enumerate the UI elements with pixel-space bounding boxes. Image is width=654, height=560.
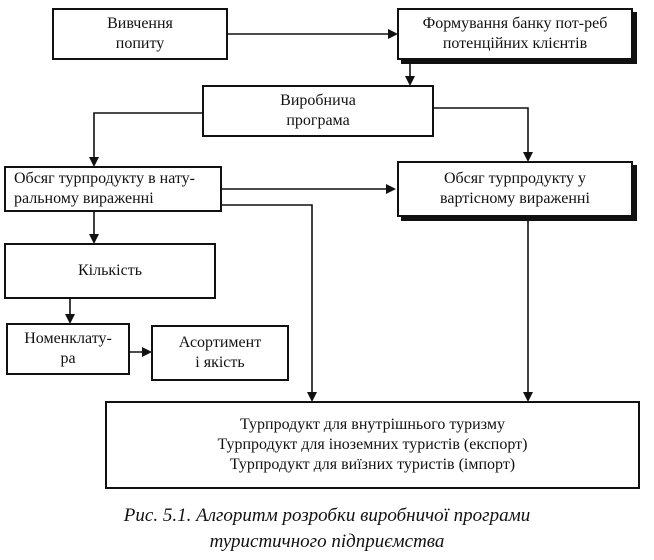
box-tourproduct-types: Турпродукт для внутрішнього туризму Турп… <box>105 401 640 489</box>
box-nomenclature-line-1: Номенклату- <box>24 330 112 347</box>
box-demand-study-line-1: Вивчення <box>107 15 173 32</box>
box-volume-value: Обсяг турпродукту у вартісному вираженні <box>397 161 633 217</box>
box-production-program-line-2: програма <box>286 112 350 129</box>
arrow-natural-to-types <box>222 204 317 402</box>
box-demand-study-line-2: попиту <box>115 35 165 52</box>
box-assortment-quality-line-1: Асортимент <box>178 334 262 351</box>
box-quantity-line-1: Кількість <box>77 262 142 279</box>
box-demand-study: Вивчення попиту <box>52 8 228 60</box>
box-needs-bank-line-1: Формування банку пот-реб <box>422 15 608 32</box>
box-needs-bank-line-2: потенційних клієнтів <box>442 35 588 52</box>
box-volume-natural: Обсяг турпродукту в нату- ральному вираж… <box>4 166 222 212</box>
box-tourproduct-types-line-1: Турпродукт для внутрішнього туризму <box>240 416 505 433</box>
figure-caption-line-1: Рис. 5.1. Алгоритм розробки виробничої п… <box>123 505 531 526</box>
box-production-program-line-1: Виробнича <box>280 92 356 109</box>
box-quantity: Кількість <box>4 243 216 299</box>
box-production-program: Виробнича програма <box>202 85 434 137</box>
box-needs-bank: Формування банку пот-реб потенційних клі… <box>397 8 633 60</box>
box-assortment-quality-line-2: і якість <box>195 354 245 371</box>
box-tourproduct-types-line-2: Турпродукт для іноземних туристів (експо… <box>217 436 528 453</box>
box-tourproduct-types-line-3: Турпродукт для виїзних туристів (імпорт) <box>229 456 516 473</box>
figure-caption-line-2: туристичного підприємства <box>209 531 445 552</box>
box-volume-value-line-2: вартісному вираженні <box>440 190 590 207</box>
box-assortment-quality: Асортимент і якість <box>151 325 289 381</box>
box-volume-value-line-1: Обсяг турпродукту у <box>443 170 587 187</box>
box-volume-natural-line-1: Обсяг турпродукту в нату- <box>14 170 195 187</box>
arrow-program-to-value <box>434 107 533 162</box>
box-nomenclature: Номенклату- ра <box>6 323 130 375</box>
box-volume-natural-line-2: ральному вираженні <box>14 190 154 207</box>
arrow-program-to-natural <box>89 112 202 167</box>
box-nomenclature-line-2: ра <box>60 350 76 367</box>
